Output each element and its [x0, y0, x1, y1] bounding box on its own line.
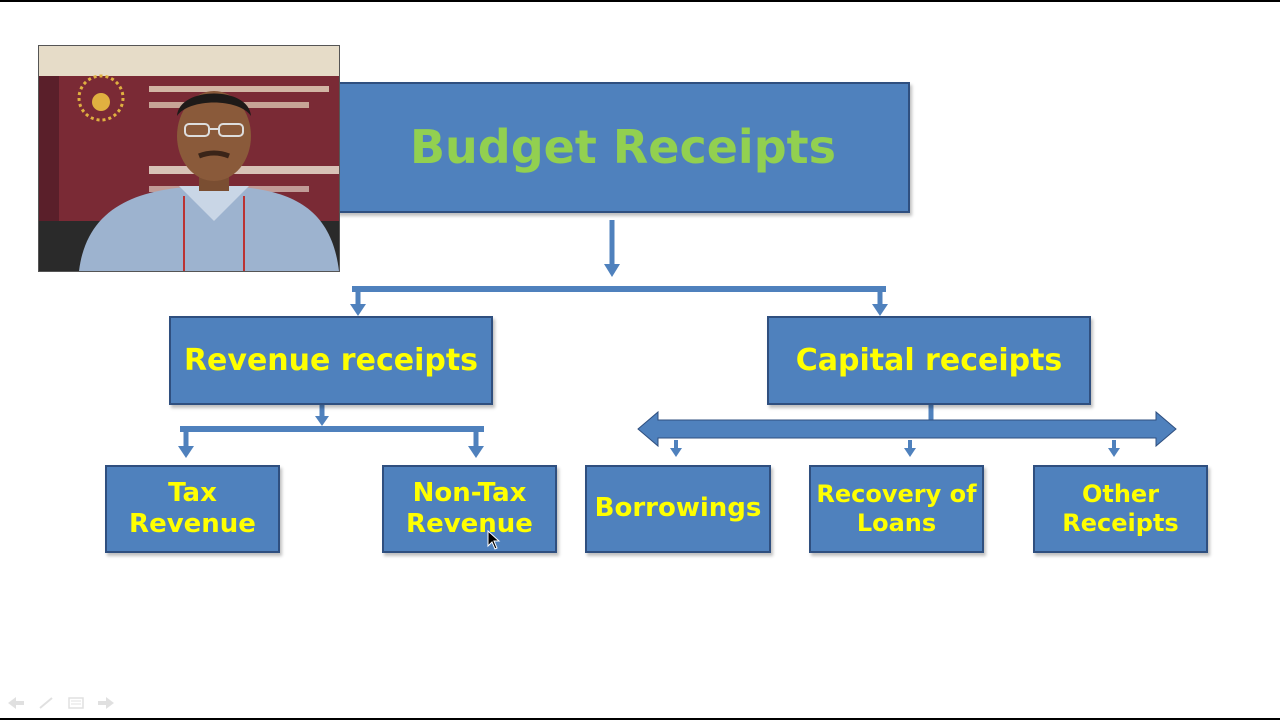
prev-icon[interactable] [8, 694, 24, 709]
mouse-cursor-icon [487, 530, 501, 550]
recovery-of-loans-box: Recovery of Loans [809, 465, 984, 553]
non-tax-revenue-label: Non-Tax Revenue [406, 477, 533, 539]
top-border [0, 0, 1280, 2]
level1-branch-bar [350, 286, 888, 316]
budget-receipts-box: Budget Receipts [336, 82, 910, 213]
presenter-webcam [38, 45, 340, 272]
slide-nav-controls [8, 694, 114, 709]
revenue-receipts-box: Revenue receipts [169, 316, 493, 405]
borrowings-box: Borrowings [585, 465, 771, 553]
revenue-branch-arrows [178, 405, 484, 458]
revenue-receipts-label: Revenue receipts [183, 342, 479, 378]
menu-icon[interactable] [68, 694, 84, 709]
emblem-icon [77, 74, 125, 122]
diagram-title: Budget Receipts [409, 119, 837, 174]
bottom-border [0, 718, 1280, 720]
presenter-figure [79, 91, 339, 271]
capital-branch-arrows [637, 405, 1177, 457]
capital-receipts-box: Capital receipts [767, 316, 1091, 405]
recovery-of-loans-label: Recovery of Loans [816, 480, 977, 537]
borrowings-label: Borrowings [594, 493, 762, 524]
other-receipts-label: Other Receipts [1062, 480, 1179, 537]
other-receipts-box: Other Receipts [1033, 465, 1208, 553]
tax-revenue-label: Tax Revenue [129, 477, 256, 539]
presenter-video-image [39, 46, 339, 271]
non-tax-revenue-box: Non-Tax Revenue [382, 465, 557, 553]
next-icon[interactable] [98, 694, 114, 709]
capital-receipts-label: Capital receipts [795, 342, 1063, 378]
title-down-arrow [604, 220, 620, 277]
tax-revenue-box: Tax Revenue [105, 465, 280, 553]
pen-icon[interactable] [38, 694, 54, 709]
